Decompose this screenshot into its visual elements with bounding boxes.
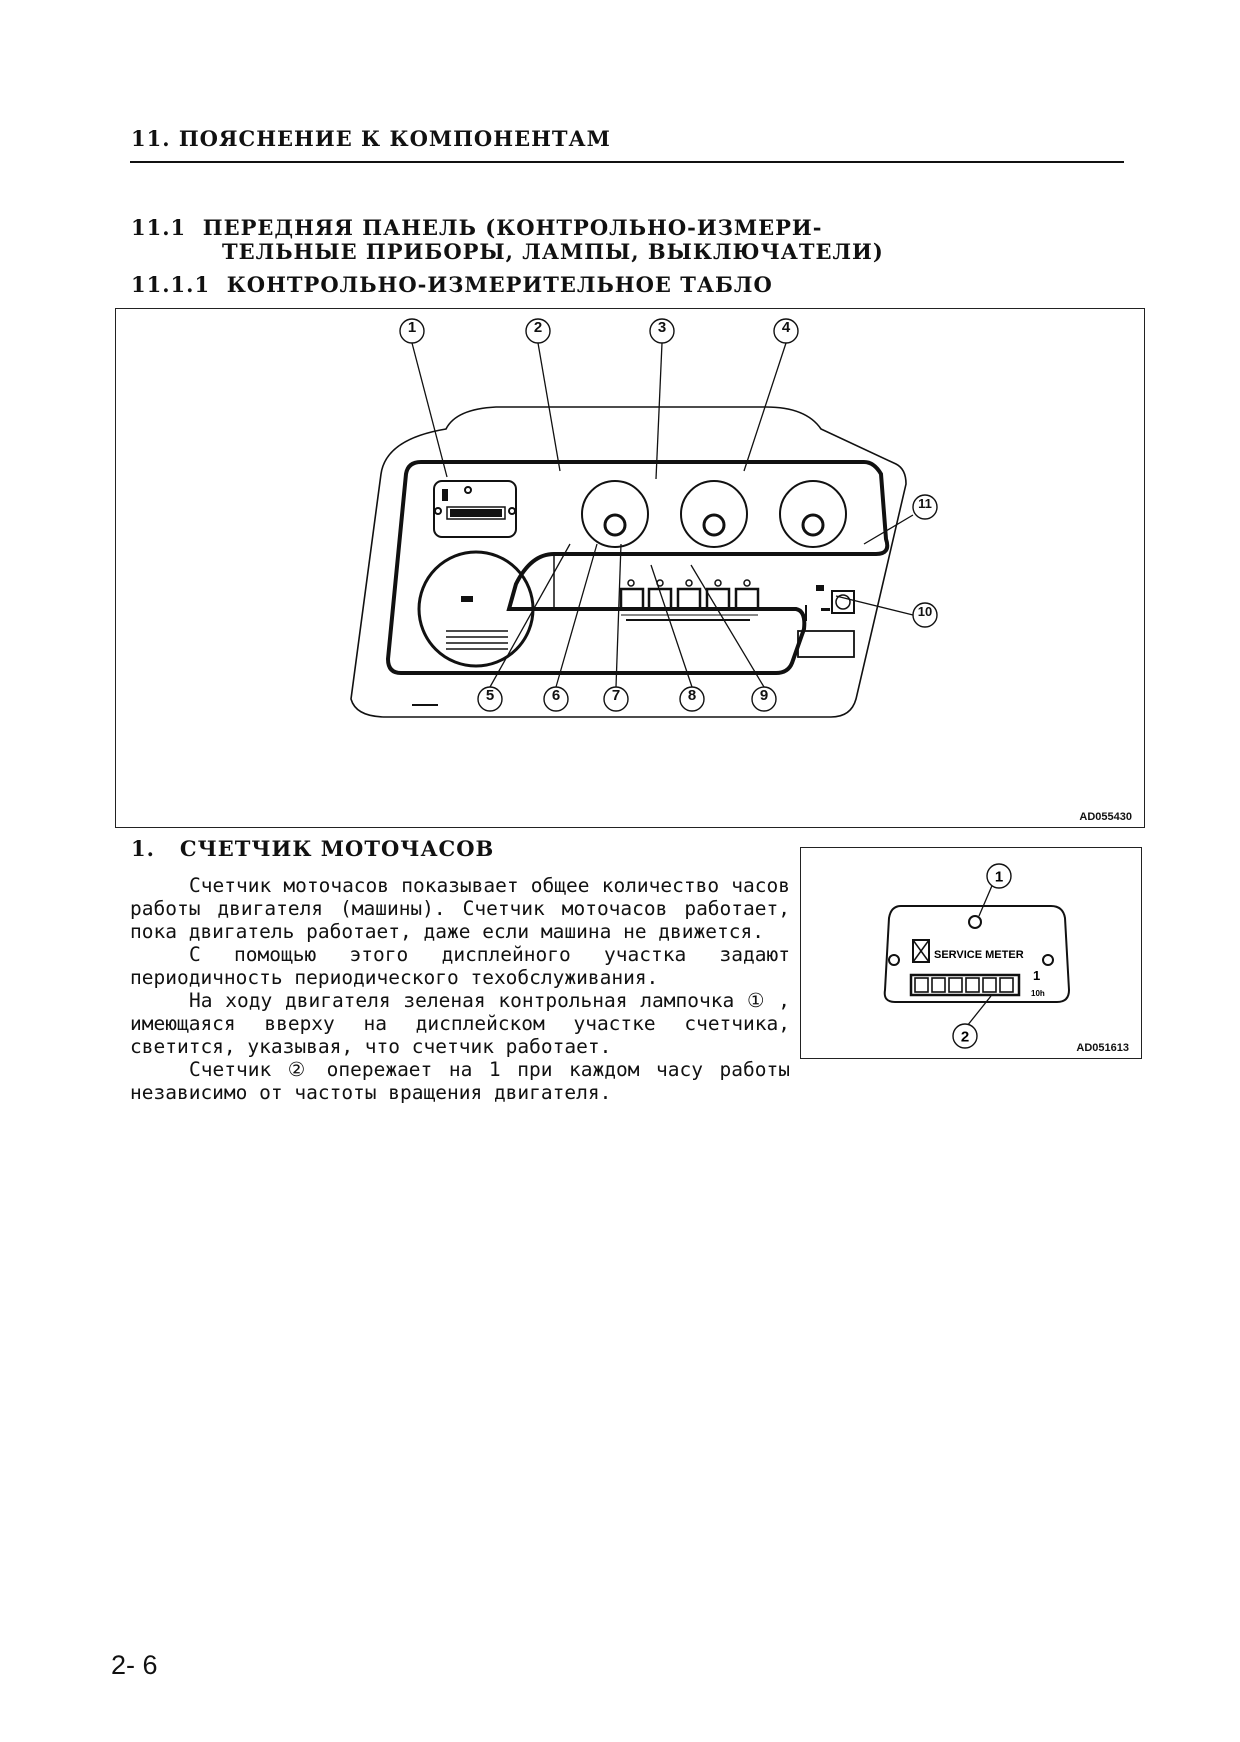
instrument-panel-figure: 1 2 3 4 11 10 5 6 7 8 9 AD055430 bbox=[115, 308, 1145, 828]
service-meter-diagram: 1 2 SERVICE METER 1 10h bbox=[883, 863, 1071, 1049]
callout-2: 2 bbox=[533, 319, 543, 336]
service-meter-figure: 1 2 SERVICE METER 1 10h AD051613 bbox=[800, 847, 1142, 1059]
callout-7: 7 bbox=[611, 687, 621, 704]
callout-1: 1 bbox=[407, 319, 417, 336]
fig2-callout-1: 1 bbox=[995, 869, 1003, 886]
paragraph-4: Счетчик ② опережает на 1 при каждом часу… bbox=[130, 1058, 790, 1104]
meter-unit-digit: 1 bbox=[1033, 968, 1040, 983]
fig2-callout-2: 2 bbox=[961, 1029, 969, 1046]
chapter-title: 11. ПОЯСНЕНИЕ К КОМПОНЕНТАМ bbox=[131, 126, 611, 151]
item-1-body: Счетчик моточасов показывает общее колич… bbox=[130, 874, 790, 1104]
callout-9: 9 bbox=[759, 687, 769, 704]
service-meter-label: SERVICE METER bbox=[934, 949, 1024, 961]
figure-id: AD055430 bbox=[1079, 811, 1132, 823]
header-rule bbox=[130, 161, 1124, 163]
page-number: 2- 6 bbox=[111, 1650, 158, 1680]
paragraph-3: На ходу двигателя зеленая контрольная ла… bbox=[130, 989, 790, 1058]
instrument-panel-diagram bbox=[350, 318, 938, 718]
callout-3: 3 bbox=[657, 319, 667, 336]
callout-8: 8 bbox=[687, 687, 697, 704]
paragraph-2: С помощью этого дисплейного участка зада… bbox=[130, 943, 790, 989]
callout-11: 11 bbox=[918, 496, 932, 511]
callout-5: 5 bbox=[485, 687, 495, 704]
section-11-1-title-line1: 11.1 ПЕРЕДНЯЯ ПАНЕЛЬ (КОНТРОЛЬНО-ИЗМЕРИ- bbox=[131, 215, 823, 240]
meter-unit-label: 10h bbox=[1031, 989, 1045, 998]
paragraph-1: Счетчик моточасов показывает общее колич… bbox=[130, 874, 790, 943]
callout-6: 6 bbox=[551, 687, 561, 704]
section-11-1-1-title: 11.1.1 КОНТРОЛЬНО-ИЗМЕРИТЕЛЬНОЕ ТАБЛО bbox=[131, 272, 773, 297]
item-1-title: 1. СЧЕТЧИК МОТОЧАСОВ bbox=[131, 836, 495, 861]
callout-4: 4 bbox=[781, 319, 791, 336]
section-11-1-title-line2: ТЕЛЬНЫЕ ПРИБОРЫ, ЛАМПЫ, ВЫКЛЮЧАТЕЛИ) bbox=[222, 239, 884, 264]
callout-10: 10 bbox=[917, 604, 933, 619]
figure-2-id: AD051613 bbox=[1076, 1042, 1129, 1054]
